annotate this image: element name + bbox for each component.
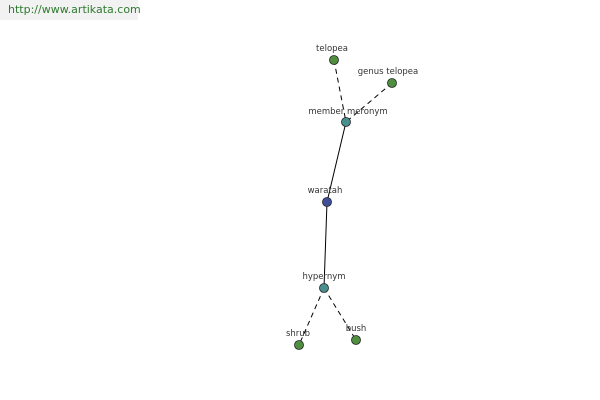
source-watermark: http://www.artikata.com [0, 0, 141, 20]
node-hypernym[interactable] [319, 283, 329, 293]
edge-telopea-member-meronym [333, 59, 347, 123]
edge-member-meronym-waratah [326, 121, 347, 203]
node-label-member-meronym: member meronym [308, 107, 387, 117]
node-label-bush: bush [346, 324, 367, 334]
node-label-hypernym: hypernym [302, 272, 345, 282]
node-waratah[interactable] [322, 197, 332, 207]
edge-hypernym-bush [323, 287, 357, 341]
node-label-genus-telopea: genus telopea [358, 67, 419, 77]
node-shrub[interactable] [294, 340, 304, 350]
node-genus-telopea[interactable] [387, 78, 397, 88]
node-label-waratah: waratah [308, 186, 343, 196]
node-label-telopea: telopea [316, 44, 348, 54]
graph-nodes [294, 55, 397, 350]
edge-genus-telopea-member-meronym [345, 82, 393, 123]
node-bush[interactable] [351, 335, 361, 345]
node-telopea[interactable] [329, 55, 339, 65]
node-label-shrub: shrub [286, 329, 310, 339]
node-member-meronym[interactable] [341, 117, 351, 127]
graph-edges [298, 59, 393, 346]
edge-waratah-hypernym [323, 201, 328, 289]
graph-labels: telopea genus telopea member meronym warata… [286, 44, 418, 339]
edge-hypernym-shrub [298, 287, 325, 346]
